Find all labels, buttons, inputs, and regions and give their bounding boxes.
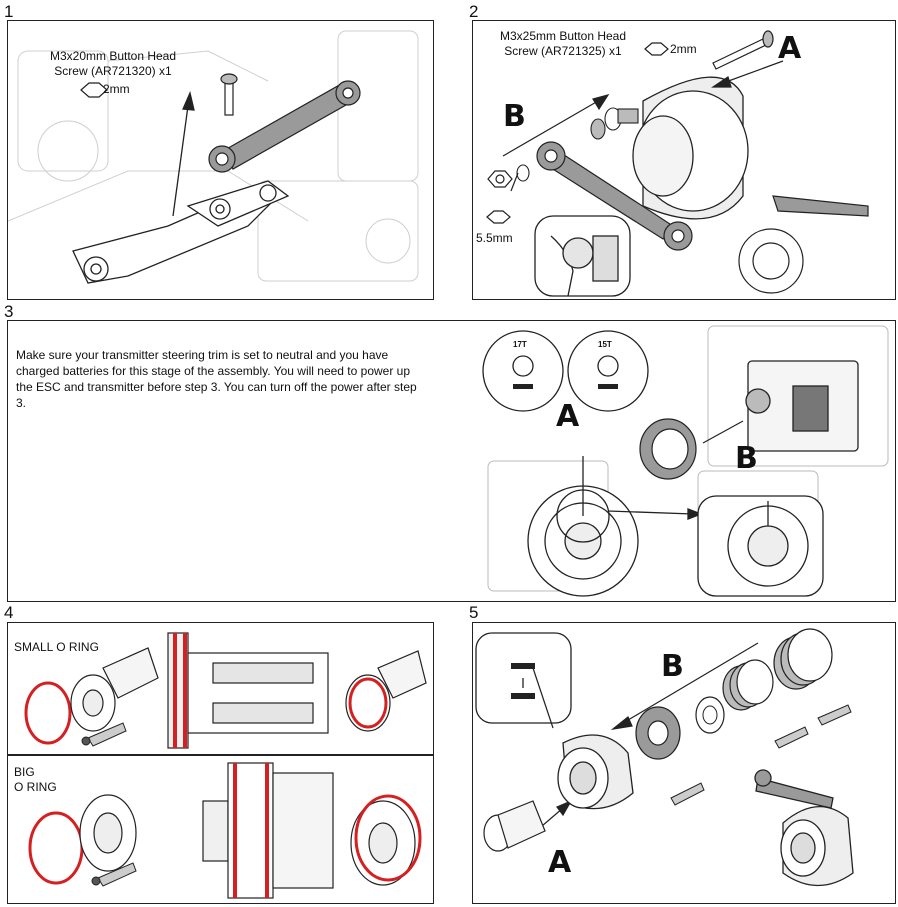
step-2-nut-tool-size: 5.5mm (476, 231, 513, 245)
step-2-number: 2 (469, 2, 479, 21)
step-3-number: 3 (4, 302, 14, 321)
step-1-number: 1 (4, 2, 14, 21)
step-2-illustration (486, 30, 869, 297)
step-4-small-oring-label: SMALL O RING (14, 640, 99, 654)
step-1-screw-part: Screw (AR721320) x1 (54, 64, 172, 78)
step-3-illustration (482, 325, 889, 597)
step-5-label-a: A (548, 845, 572, 880)
step-3-note: Make sure your transmitter steering trim… (16, 348, 417, 410)
brand-logo-icon (513, 384, 618, 389)
hex-key-icon (80, 82, 108, 98)
step-4-big-oring-label-line2: O RING (14, 780, 57, 794)
step-2-panel: M3x25mm Button Head Screw (AR721325) x1 … (472, 20, 896, 300)
step-4-number: 4 (4, 603, 14, 622)
grease-tube-icon (670, 704, 852, 806)
step-1-tool-size: 2mm (103, 82, 130, 96)
step-2-label-a: A (778, 31, 802, 66)
step-4-big-oring-label-line1: BIG (14, 765, 35, 779)
step-4-illustration (8, 632, 433, 899)
brand-logo-icon (511, 663, 535, 699)
step-5-label-b: B (661, 649, 684, 684)
nut-icon (487, 170, 513, 188)
screw-icon (220, 73, 238, 116)
hex-key-icon (486, 42, 669, 224)
step-3-panel: Make sure your transmitter steering trim… (7, 320, 896, 602)
step-2-tool-size: 2mm (670, 42, 697, 56)
step-1-panel: M3x20mm Button Head Screw (AR721320) x1 … (7, 20, 434, 300)
grease-tube-icon (91, 862, 137, 887)
step-5-panel: A B (472, 622, 896, 904)
grease-tube-icon (81, 722, 127, 747)
step-3-gear-b-count: 15T (598, 340, 612, 349)
step-2-screw-name: M3x25mm Button Head (499, 29, 627, 43)
step-3-gear-a-count: 17T (513, 340, 527, 349)
step-3-label-a: A (556, 399, 580, 434)
step-5-illustration (475, 628, 854, 886)
step-2-screw-part: Screw (AR721325) x1 (504, 44, 622, 58)
step-5-number: 5 (469, 603, 479, 622)
step-1-illustration (8, 30, 419, 284)
step-1-screw-name: M3x20mm Button Head (49, 49, 177, 63)
step-3-label-b: B (735, 441, 758, 476)
step-4-panel: SMALL O RING BIG O RING (7, 622, 434, 904)
step-2-label-b: B (503, 99, 526, 134)
